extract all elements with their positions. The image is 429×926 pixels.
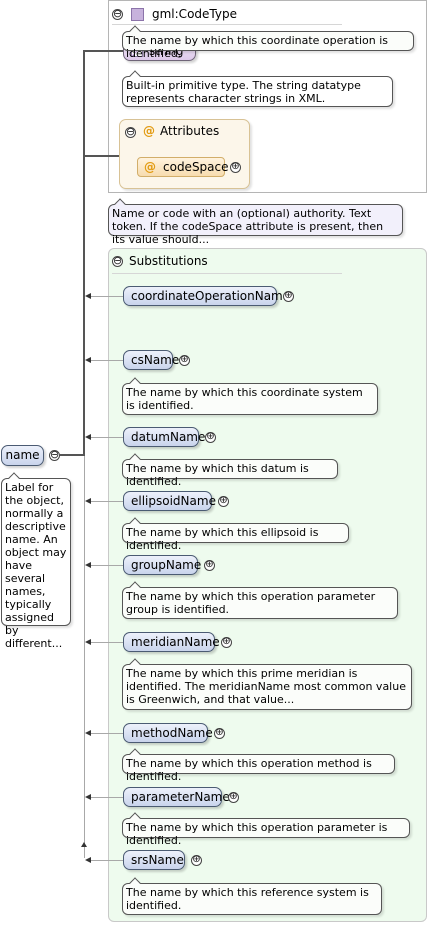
attributes-at-icon: @ bbox=[143, 124, 155, 138]
expand-substitution-icon[interactable]: ⊕ bbox=[214, 727, 225, 739]
expand-codespace-icon[interactable]: ⊕ bbox=[230, 161, 241, 173]
substitution-doc: The name by which this prime meridian is… bbox=[122, 664, 412, 710]
expand-substitution-icon[interactable]: ⊕ bbox=[283, 290, 294, 302]
substitution-connector bbox=[90, 860, 123, 861]
root-element-name[interactable]: name bbox=[1, 445, 44, 466]
expand-substitution-icon[interactable]: ⊕ bbox=[204, 559, 215, 571]
expand-substitution-icon[interactable]: ⊕ bbox=[218, 495, 229, 507]
type-header-divider bbox=[112, 24, 342, 25]
collapse-type-icon[interactable]: ⊖ bbox=[112, 7, 123, 20]
substitution-doc: The name by which this ellipsoid is iden… bbox=[122, 523, 349, 552]
substitution-arrow bbox=[85, 498, 91, 504]
substitution-doc: The name by which this operation paramet… bbox=[122, 818, 410, 847]
substitution-element[interactable]: datumName bbox=[123, 427, 205, 447]
substitution-connector bbox=[90, 642, 123, 643]
substitution-arrow bbox=[85, 357, 91, 363]
expand-substitution-icon[interactable]: ⊕ bbox=[179, 354, 190, 366]
substitution-trunk-arrow bbox=[81, 842, 87, 847]
substitution-doc: The name by which this operation method … bbox=[122, 754, 395, 783]
substitution-arrow bbox=[85, 293, 91, 299]
attributes-title: Attributes bbox=[160, 124, 220, 138]
substitution-arrow bbox=[85, 730, 91, 736]
type-title: gml:CodeType bbox=[152, 7, 237, 21]
substitution-element[interactable]: parameterName bbox=[123, 787, 230, 807]
substitution-element[interactable]: methodName bbox=[123, 723, 213, 743]
substitution-element[interactable]: srsName bbox=[123, 850, 185, 870]
root-connector bbox=[60, 454, 84, 456]
substitution-element[interactable]: groupName bbox=[123, 555, 201, 575]
substitution-arrow bbox=[85, 857, 91, 863]
substitution-doc: The name by which this reference system … bbox=[122, 883, 382, 915]
substitution-arrow bbox=[85, 434, 91, 440]
substitution-connector bbox=[90, 565, 123, 566]
substitution-connector bbox=[90, 733, 123, 734]
substitution-connector bbox=[90, 501, 123, 502]
substitution-element[interactable]: coordinateOperationName bbox=[123, 286, 290, 306]
substitution-connector bbox=[90, 360, 123, 361]
complex-type-icon bbox=[131, 8, 144, 21]
attribute-label: codeSpace bbox=[163, 160, 229, 174]
trunk-to-attributes bbox=[83, 155, 119, 157]
element-doc: Name or code with an (optional) authorit… bbox=[108, 204, 403, 246]
main-trunk bbox=[83, 51, 85, 456]
substitution-doc: The name by which this datum is identifi… bbox=[122, 459, 338, 488]
base-type-doc: Built-in primitive type. The string data… bbox=[122, 76, 393, 107]
substitutions-header-divider bbox=[112, 273, 342, 274]
substitution-arrow bbox=[85, 562, 91, 568]
substitution-doc: The name by which this operation paramet… bbox=[122, 587, 398, 619]
substitution-doc: The name by which this coordinate system… bbox=[122, 383, 378, 415]
substitution-element[interactable]: csName bbox=[123, 350, 179, 370]
substitution-connector bbox=[90, 296, 123, 297]
attribute-at-icon: @ bbox=[144, 160, 156, 174]
expand-substitution-icon[interactable]: ⊕ bbox=[205, 431, 216, 443]
collapse-attributes-icon[interactable]: ⊖ bbox=[125, 125, 136, 138]
substitution-connector bbox=[90, 797, 123, 798]
collapse-substitutions-icon[interactable]: ⊖ bbox=[112, 254, 123, 267]
substitution-doc: The name by which this coordinate operat… bbox=[122, 31, 414, 60]
substitution-trunk bbox=[84, 456, 85, 858]
root-element-doc: Label for the object, normally a descrip… bbox=[1, 478, 71, 650]
expand-substitution-icon[interactable]: ⊕ bbox=[191, 854, 202, 866]
trunk-to-string bbox=[83, 50, 123, 52]
expand-substitution-icon[interactable]: ⊕ bbox=[221, 636, 232, 648]
attribute-codespace[interactable]: @ codeSpace bbox=[137, 157, 229, 177]
substitution-element[interactable]: ellipsoidName bbox=[123, 491, 216, 511]
collapse-root-icon[interactable]: ⊖ bbox=[49, 448, 60, 461]
substitution-arrow bbox=[85, 639, 91, 645]
attributes-box bbox=[119, 119, 250, 189]
substitution-connector bbox=[90, 437, 123, 438]
substitution-arrow bbox=[85, 794, 91, 800]
substitution-element[interactable]: meridianName bbox=[123, 632, 220, 652]
expand-substitution-icon[interactable]: ⊕ bbox=[228, 791, 239, 803]
substitutions-title: Substitutions bbox=[129, 254, 208, 268]
